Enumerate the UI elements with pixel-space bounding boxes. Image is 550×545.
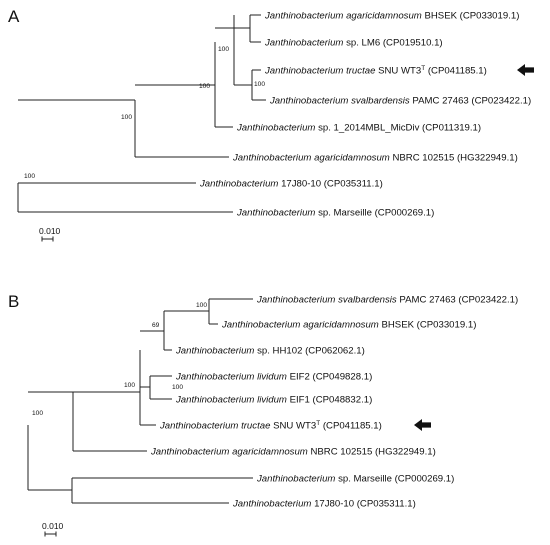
arrow-icon bbox=[517, 64, 534, 76]
bootstrap-value-b2: 100 bbox=[124, 382, 135, 389]
panel-a: A Janthinobacterium agaricidamnosum BHSEK… bbox=[8, 7, 534, 242]
taxon-label-a4: Janthinobacterium sp. 1_2014MBL_MicDiv (… bbox=[236, 122, 481, 133]
arrow-icon bbox=[414, 419, 431, 431]
taxon-label-b0: Janthinobacterium svalbardensis PAMC 274… bbox=[256, 294, 518, 305]
taxon-label-b8: Janthinobacterium 17J80-10 (CP035311.1) bbox=[232, 498, 416, 509]
taxon-label-b3: Janthinobacterium lividum EIF2 (CP049828… bbox=[175, 371, 372, 382]
scale-bar-label: 0.010 bbox=[39, 226, 61, 236]
panel-label-a: A bbox=[8, 7, 20, 26]
taxon-label-a6: Janthinobacterium 17J80-10 (CP035311.1) bbox=[199, 178, 383, 189]
bootstrap-value-a4: 100 bbox=[24, 173, 35, 180]
taxon-label-b1: Janthinobacterium agaricidamnosum BHSEK … bbox=[221, 319, 476, 330]
taxon-label-a3: Janthinobacterium svalbardensis PAMC 274… bbox=[269, 95, 531, 106]
taxon-label-b7: Janthinobacterium sp. Marseille (CP00026… bbox=[256, 473, 454, 484]
taxon-label-a0: Janthinobacterium agaricidamnosum BHSEK … bbox=[264, 10, 519, 21]
bootstrap-value-b0: 100 bbox=[196, 302, 207, 309]
panel-b: B Janthinobacterium svalbardensis PAMC 27… bbox=[8, 292, 518, 537]
taxon-label-a7: Janthinobacterium sp. Marseille (CP00026… bbox=[236, 207, 434, 218]
bootstrap-value-a3: 100 bbox=[254, 81, 265, 88]
scale-bar-label: 0.010 bbox=[42, 521, 64, 531]
panel-label-b: B bbox=[8, 292, 19, 311]
bootstrap-value-b3: 100 bbox=[172, 384, 183, 391]
bootstrap-value-a0: 100 bbox=[121, 114, 132, 121]
taxon-label-b6: Janthinobacterium agaricidamnosum NBRC 1… bbox=[150, 446, 436, 457]
taxon-label-b4: Janthinobacterium lividum EIF1 (CP048832… bbox=[175, 394, 372, 405]
bootstrap-value-b1: 69 bbox=[152, 322, 160, 329]
bootstrap-value-b4: 100 bbox=[32, 410, 43, 417]
taxon-label-b2: Janthinobacterium sp. HH102 (CP062062.1) bbox=[175, 345, 365, 356]
bootstrap-value-a1: 100 bbox=[199, 83, 210, 90]
taxon-label-b5: Janthinobacterium tructae SNU WT3T (CP04… bbox=[159, 420, 382, 432]
bootstrap-value-a2: 100 bbox=[218, 46, 229, 53]
taxon-label-a1: Janthinobacterium sp. LM6 (CP019510.1) bbox=[264, 37, 443, 48]
taxon-label-a5: Janthinobacterium agaricidamnosum NBRC 1… bbox=[232, 152, 518, 163]
taxon-label-a2: Janthinobacterium tructae SNU WT3T (CP04… bbox=[264, 65, 487, 77]
